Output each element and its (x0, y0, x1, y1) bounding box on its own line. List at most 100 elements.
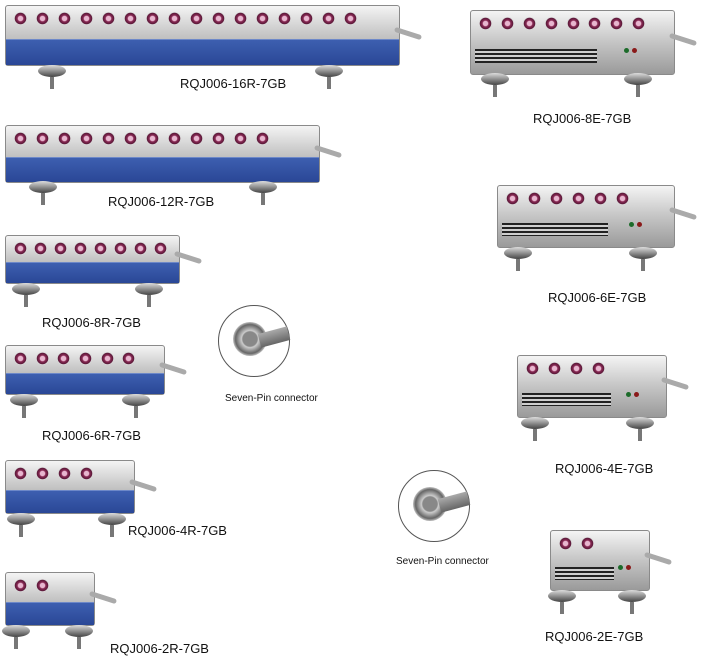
indicator-leds (621, 40, 638, 58)
mounting-foot (10, 394, 39, 418)
led-icon (632, 48, 638, 54)
vent-slots (555, 566, 614, 580)
emitter-lens (168, 12, 181, 25)
led-icon (629, 222, 635, 228)
emitter-lens (36, 467, 49, 480)
emitter-lenses (526, 362, 605, 375)
ionizer-bar (550, 530, 650, 592)
emitter-lens (278, 12, 291, 25)
emitter-lens (479, 17, 492, 30)
emitter-lens (550, 192, 563, 205)
blue-stripe (6, 262, 179, 283)
emitter-lens (78, 352, 92, 365)
mounting-foot (97, 512, 126, 537)
product-label-12r: RQJ006-12R-7GB (108, 194, 215, 209)
mounting-foot (64, 624, 93, 649)
emitter-lenses (14, 132, 269, 145)
vent-slots (502, 222, 608, 237)
emitter-lens (35, 352, 49, 365)
emitter-lens (594, 192, 607, 205)
emitter-lens (588, 17, 602, 30)
emitter-lens (528, 192, 541, 205)
emitter-lens (256, 132, 269, 145)
emitter-lens (632, 17, 646, 30)
emitter-lens (14, 467, 27, 480)
emitter-lens (559, 537, 572, 550)
mounting-foot (28, 181, 57, 205)
emitter-lens (36, 12, 49, 25)
emitter-lens (57, 352, 71, 365)
led-icon (634, 392, 640, 398)
indicator-leds (626, 214, 643, 232)
emitter-lenses (479, 17, 646, 30)
emitter-lens (14, 579, 27, 592)
emitter-lens (506, 192, 519, 205)
emitter-lens (256, 12, 269, 25)
product-label-6e: RQJ006-6E-7GB (548, 290, 647, 305)
emitter-lens (572, 192, 585, 205)
emitter-lens (80, 12, 93, 25)
emitter-lens (544, 17, 558, 30)
emitter-lens (102, 132, 115, 145)
emitter-lens (114, 242, 127, 255)
product-image-8e (470, 10, 698, 100)
emitter-lens (14, 132, 27, 145)
emitter-lens (548, 362, 561, 375)
led-icon (626, 392, 632, 398)
emitter-lens (58, 132, 71, 145)
emitter-lens (322, 12, 335, 25)
emitter-lens (146, 12, 159, 25)
product-image-4e (517, 355, 690, 443)
emitter-lens (94, 242, 107, 255)
emitter-lens (14, 352, 27, 365)
emitter-lens (74, 242, 87, 255)
product-label-2r: RQJ006-2R-7GB (110, 641, 209, 656)
product-image-4r (5, 460, 158, 537)
emitter-lens (102, 12, 115, 25)
emitter-lens (592, 362, 605, 375)
emitter-lens (616, 192, 629, 205)
led-icon (618, 565, 624, 571)
ionizer-bar (5, 235, 180, 284)
product-label-4r: RQJ006-4R-7GB (128, 523, 227, 538)
product-image-12r (5, 125, 343, 205)
ionizer-bar (5, 345, 165, 396)
emitter-lens (34, 242, 47, 255)
emitter-lens (212, 12, 225, 25)
mounting-foot (480, 73, 509, 100)
indicator-leds (615, 557, 632, 575)
mounting-foot (134, 282, 163, 307)
mounting-foot (628, 246, 657, 273)
led-icon (626, 565, 632, 571)
ionizer-bar (470, 10, 675, 75)
ionizer-bar (497, 185, 675, 249)
ionizer-bar (5, 572, 95, 626)
emitter-lens (14, 12, 27, 25)
emitter-lenses (14, 467, 93, 480)
emitter-lens (146, 132, 159, 145)
emitter-lens (58, 12, 71, 25)
emitter-lens (570, 362, 583, 375)
emitter-lens (154, 242, 167, 255)
emitter-lens (124, 12, 137, 25)
emitter-lens (610, 17, 624, 30)
emitter-lens (80, 467, 93, 480)
connector-label: Seven-Pin connector (225, 393, 318, 404)
emitter-lens (54, 242, 67, 255)
emitter-lens (526, 362, 539, 375)
mounting-foot (1, 624, 30, 649)
mounting-foot (249, 181, 278, 205)
product-label-2e: RQJ006-2E-7GB (545, 629, 644, 644)
emitter-lens (522, 17, 536, 30)
product-label-8e: RQJ006-8E-7GB (533, 111, 632, 126)
product-image-2e (548, 530, 673, 615)
product-label-8r: RQJ006-8R-7GB (42, 315, 141, 330)
ionizer-bar (5, 125, 320, 183)
product-label-6r: RQJ006-6R-7GB (42, 428, 141, 443)
led-icon (637, 222, 643, 228)
emitter-lens (234, 132, 247, 145)
indicator-leds (623, 384, 640, 402)
product-image-16r (5, 5, 423, 90)
blue-stripe (6, 602, 94, 625)
product-label-4e: RQJ006-4E-7GB (555, 461, 654, 476)
